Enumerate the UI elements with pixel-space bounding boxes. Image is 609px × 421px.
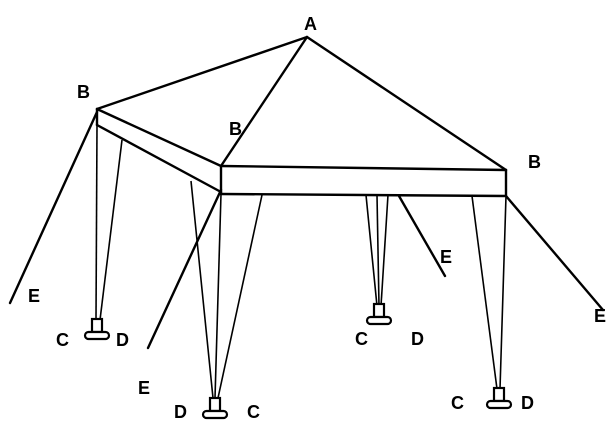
- label-apex-a: A: [304, 14, 317, 34]
- leg-back-a: [365, 194, 378, 307]
- label-corner-left-b: B: [77, 82, 90, 102]
- foot-left-stem: [90, 317, 104, 334]
- label-foot-front-d: D: [174, 402, 187, 421]
- foot-back: [365, 302, 393, 326]
- leg-back-c: [380, 194, 389, 307]
- label-guy-right-e: E: [594, 306, 606, 326]
- label-foot-right-c: C: [451, 393, 464, 413]
- leg-right-a: [471, 195, 498, 390]
- label-guy-back-e: E: [440, 247, 452, 267]
- legs-front: [190, 180, 263, 399]
- roof: [95, 35, 508, 172]
- foot-left-base: [83, 330, 111, 341]
- label-foot-left-c: C: [56, 330, 69, 350]
- leg-front-b: [214, 193, 222, 399]
- legs-left: [95, 124, 123, 321]
- foot-right-stem: [492, 386, 506, 403]
- legs-back: [365, 194, 389, 307]
- foot-front-base: [201, 409, 229, 420]
- foot-front: [201, 396, 229, 420]
- roof-edge-front-right: [219, 164, 508, 172]
- foot-back-stem: [372, 302, 386, 319]
- legs-right: [471, 195, 507, 390]
- label-foot-front-c: C: [247, 402, 260, 421]
- leg-left-b: [99, 139, 123, 321]
- leg-right-b: [499, 195, 507, 390]
- label-guy-left-e: E: [28, 286, 40, 306]
- label-foot-back-c: C: [355, 329, 368, 349]
- foot-front-stem: [208, 396, 222, 413]
- valance-front-bottom: [219, 192, 508, 198]
- valance: [95, 107, 508, 198]
- label-foot-right-d: D: [521, 393, 534, 413]
- label-guy-front-e: E: [138, 378, 150, 398]
- roof-edge-apex-front: [219, 35, 309, 168]
- guy-line-right: [504, 194, 605, 312]
- foot-right-base: [485, 399, 513, 410]
- foot-left: [83, 317, 111, 341]
- label-corner-front-b: B: [229, 119, 242, 139]
- label-corner-right-b: B: [528, 152, 541, 172]
- part-labels: A B B B E E E E C D D C C D C D: [28, 14, 606, 421]
- guy-line-back: [397, 194, 447, 278]
- label-foot-back-d: D: [411, 329, 424, 349]
- label-foot-left-d: D: [116, 330, 129, 350]
- guy-line-left: [8, 110, 99, 305]
- leg-front-c: [217, 194, 263, 399]
- roof-edge-left-apex: [95, 35, 309, 111]
- leg-left-a: [95, 124, 98, 321]
- roof-edge-left-front: [95, 107, 223, 168]
- foot-back-base: [365, 315, 393, 326]
- roof-edge-apex-right: [305, 35, 508, 172]
- guy-line-front: [146, 188, 223, 350]
- valance-left-bottom: [95, 123, 223, 194]
- guy-lines: [8, 110, 605, 350]
- foot-right: [485, 386, 513, 410]
- leg-front-a: [190, 180, 214, 399]
- leg-back-b: [376, 194, 380, 307]
